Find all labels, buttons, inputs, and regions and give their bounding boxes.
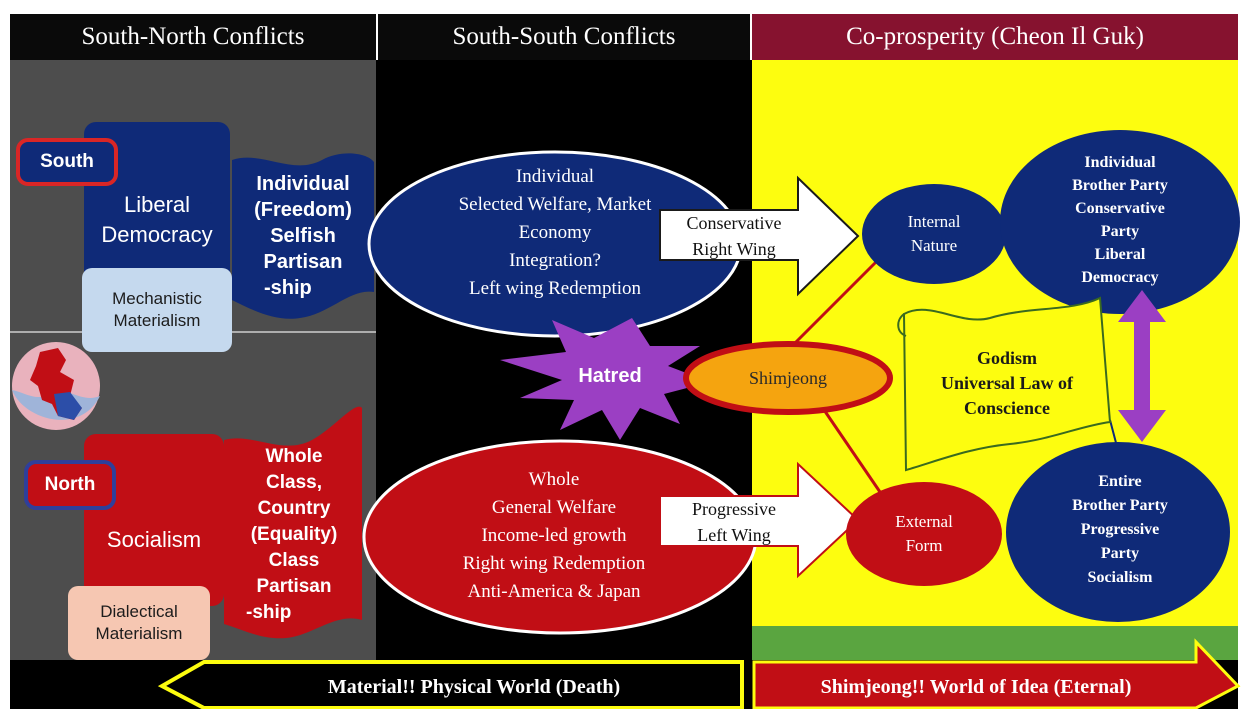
godism-line: Conscience (964, 397, 1050, 418)
dialectical-line: Dialectical (100, 602, 178, 621)
north-values-line: Country (257, 498, 331, 519)
footer-left-label: Material!! Physical World (Death) (327, 675, 621, 698)
mechanistic-line: Mechanistic (112, 289, 202, 308)
korea-south-part-icon (54, 392, 82, 420)
godism-scroll (902, 296, 1112, 472)
lower-group-line: Socialism (1087, 569, 1153, 586)
upper-group-line: Democracy (1081, 269, 1159, 286)
header-coprosperity: Co-prosperity (Cheon Il Guk) (752, 14, 1238, 60)
north-values-label: Whole Class, Country (Equality) Class Pa… (226, 436, 362, 634)
whole-ellipse-line: Right wing Redemption (462, 553, 646, 574)
hatred-label: Hatred (578, 364, 642, 387)
conservative-arrow-label: Conservative Right Wing (664, 208, 804, 264)
external-form-ellipse (846, 482, 1002, 586)
south-values-label: Individual (Freedom) Selfish Partisan -s… (234, 166, 372, 306)
progressive-arrow-label: Progressive Left Wing (664, 494, 804, 550)
upper-group-ellipse (1000, 130, 1240, 314)
south-values-line: Partisan (263, 251, 343, 273)
internal-nature-ellipse (862, 184, 1006, 284)
lower-group-ellipse (1006, 442, 1230, 622)
footer-right-arrow (752, 638, 1241, 709)
lower-group-line: Progressive (1080, 521, 1160, 538)
dialectical-line: Materialism (95, 624, 183, 643)
connector-shim-external (818, 403, 882, 493)
lower-group-label: Entire Brother Party Progressive Party S… (1016, 462, 1224, 598)
whole-ellipse-line: Income-led growth (481, 525, 627, 546)
individual-ellipse-line: Economy (518, 222, 592, 243)
progressive-line: Left Wing (697, 525, 771, 545)
north-label: North (24, 460, 116, 510)
socialism-block (84, 434, 224, 606)
godism-line: Godism (976, 347, 1037, 368)
whole-ellipse-line: Whole (528, 469, 580, 490)
socialism-label: Socialism (106, 527, 202, 552)
lower-group-line: Brother Party (1072, 497, 1168, 514)
lower-group-line: Party (1100, 545, 1140, 562)
godism-label: Godism Universal Law of Conscience (912, 338, 1102, 428)
south-values-line: (Freedom) (254, 199, 352, 221)
shimjeong-ellipse (683, 341, 893, 415)
external-form-line: External (895, 512, 953, 531)
south-values-line: -ship (264, 277, 312, 299)
footer-left-arrow (157, 660, 744, 709)
liberal-democracy-block (84, 122, 230, 292)
liberal-democracy-line: Democracy (101, 222, 213, 247)
connector-shim-internal (784, 258, 880, 354)
upper-group-line: Individual (1084, 154, 1156, 171)
upper-group-line: Liberal (1094, 246, 1146, 263)
north-values-line: Whole (265, 446, 323, 467)
external-form-label: External Form (864, 508, 984, 560)
lower-group-line: Entire (1098, 473, 1142, 490)
liberal-democracy-label: Liberal Democracy (84, 180, 230, 260)
external-form-line: Form (905, 536, 943, 555)
internal-nature-line: Nature (910, 236, 958, 255)
mechanistic-materialism-box: Mechanistic Materialism (82, 268, 232, 352)
north-values-line: (Equality) (250, 524, 338, 545)
double-arrow-icon (1118, 290, 1166, 442)
north-values-line: Partisan (256, 576, 332, 597)
progressive-line: Progressive (692, 499, 776, 519)
liberal-democracy-line: Liberal (123, 192, 191, 217)
individual-ellipse-line: Selected Welfare, Market (458, 194, 652, 215)
individual-ellipse-text: Individual Selected Welfare, Market Econ… (400, 158, 710, 308)
whole-ellipse-line: Anti-America & Japan (467, 581, 641, 602)
footer-right-label: Shimjeong!! World of Idea (Eternal) (820, 675, 1132, 698)
north-values-line: Class (268, 550, 320, 571)
mechanistic-line: Materialism (113, 311, 201, 330)
hatred-starburst (500, 318, 710, 440)
conservative-arrow (659, 175, 860, 297)
conservative-line: Right Wing (692, 239, 776, 259)
individual-ellipse-line: Integration? (509, 250, 601, 271)
north-values-banner (224, 406, 362, 639)
whole-ellipse-text: Whole General Welfare Income-led growth … (394, 458, 714, 614)
north-values-line: Class, (266, 472, 322, 493)
right-panel-green-strip (752, 626, 1238, 662)
godism-scroll-curl (897, 313, 907, 337)
internal-nature-line: Internal (907, 212, 961, 231)
south-values-banner (232, 153, 374, 319)
south-label: South (16, 138, 118, 186)
south-values-line: Individual (256, 173, 350, 195)
dialectical-materialism-box: Dialectical Materialism (68, 586, 210, 660)
progressive-arrow (659, 461, 860, 579)
whole-ellipse-line: General Welfare (491, 497, 617, 518)
conservative-line: Conservative (686, 213, 782, 233)
upper-group-label: Individual Brother Party Conservative Pa… (1012, 140, 1228, 300)
upper-group-line: Conservative (1075, 200, 1165, 217)
north-values-line: -ship (246, 602, 292, 623)
shimjeong-label: Shimjeong (748, 367, 827, 388)
individual-ellipse-line: Individual (515, 166, 595, 187)
upper-group-line: Brother Party (1072, 177, 1168, 194)
south-values-line: Selfish (270, 225, 336, 247)
upper-group-line: Party (1100, 223, 1140, 240)
header-south-south: South-South Conflicts (378, 14, 750, 60)
individual-ellipse-line: Left wing Redemption (468, 278, 642, 299)
header-south-north: South-North Conflicts (10, 14, 376, 60)
godism-line: Universal Law of (941, 372, 1073, 393)
internal-nature-label: Internal Nature (874, 208, 994, 260)
